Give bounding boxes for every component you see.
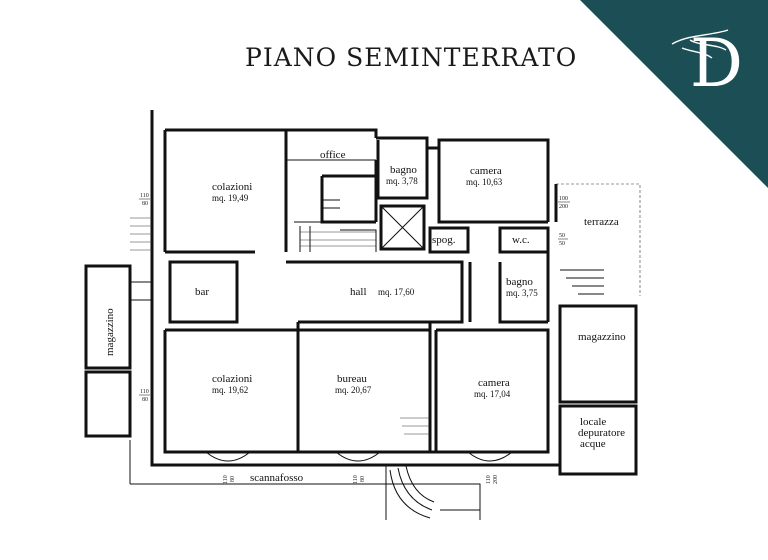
bottom-windows — [205, 451, 513, 462]
opening-110-80-b-bottom: 80 — [142, 397, 148, 403]
room-locale-line1: locale — [580, 416, 606, 428]
room-camera-top-name: camera — [470, 165, 502, 177]
room-locale-line2: depuratore — [578, 427, 625, 439]
opening-110-80-a-top: 110 — [140, 193, 149, 199]
opening-100-200-top: 100 — [559, 196, 568, 202]
room-colazioni-bottom-name: colazioni — [212, 373, 252, 385]
room-camera-bottom-name: camera — [478, 377, 510, 389]
room-office-name: office — [320, 149, 346, 161]
room-magazzino-left-name: magazzino — [104, 308, 116, 356]
opening-50-50-a-top: 50 — [559, 233, 565, 239]
opening-110-200-top: 110 — [486, 475, 492, 484]
brand-corner-triangle — [580, 0, 768, 188]
room-colazioni-top-name: colazioni — [212, 181, 252, 193]
scannafosso — [129, 417, 481, 520]
room-labels: colazioni mq. 19,49 office bagno mq. 3,7… — [104, 149, 626, 484]
room-bagno2-name: bagno — [506, 276, 533, 288]
walls — [150, 110, 560, 467]
room-bagno-name: bagno — [390, 164, 417, 176]
room-camera-top-area: mq. 10,63 — [466, 177, 503, 187]
room-bar-name: bar — [195, 286, 209, 298]
logo-branch-icon — [671, 29, 729, 59]
room-wc-name: w.c. — [512, 234, 530, 246]
opening-110-80-a-bottom: 80 — [142, 201, 148, 207]
room-colazioni-top-area: mq. 19,49 — [212, 193, 249, 203]
room-bagno2-area: mq. 3,75 — [506, 288, 538, 298]
plan-title: PIANO SEMINTERRATO — [245, 43, 577, 72]
opening-50-50-a-bottom: 50 — [559, 241, 565, 247]
room-colazioni-bottom-area: mq. 19,62 — [212, 385, 248, 395]
room-camera-bottom-area: mq. 17,04 — [474, 389, 511, 399]
room-hall-area: mq. 17,60 — [378, 287, 415, 297]
left-annex — [84, 217, 152, 438]
room-spog-name: spog. — [432, 234, 456, 246]
room-locale-line3: acque — [580, 438, 606, 450]
brand-corner[interactable]: D — [580, 0, 768, 188]
scannafosso-label: scannafosso — [250, 472, 304, 484]
opening-110-200-bottom: 200 — [493, 475, 499, 484]
room-bagno-area: mq. 3,78 — [386, 176, 418, 186]
room-magazzino-right-name: magazzino — [578, 331, 626, 343]
room-hall-name: hall — [350, 286, 367, 298]
opening-100-200-bottom: 200 — [559, 204, 568, 210]
opening-110-80-c-bottom: 80 — [230, 476, 236, 482]
opening-dimensions: 110 80 110 80 100 200 50 50 110 80 110 8… — [139, 193, 570, 484]
room-terrazza-name: terrazza — [584, 216, 619, 228]
opening-110-80-b-top: 110 — [140, 389, 149, 395]
opening-110-80-d-bottom: 80 — [360, 476, 366, 482]
opening-110-80-d-top: 110 — [353, 475, 359, 484]
room-bureau-area: mq. 20,67 — [335, 385, 372, 395]
right-annex — [554, 183, 641, 476]
room-bureau-name: bureau — [337, 373, 367, 385]
opening-110-80-c-top: 110 — [223, 475, 229, 484]
logo-letter: D — [690, 25, 743, 102]
